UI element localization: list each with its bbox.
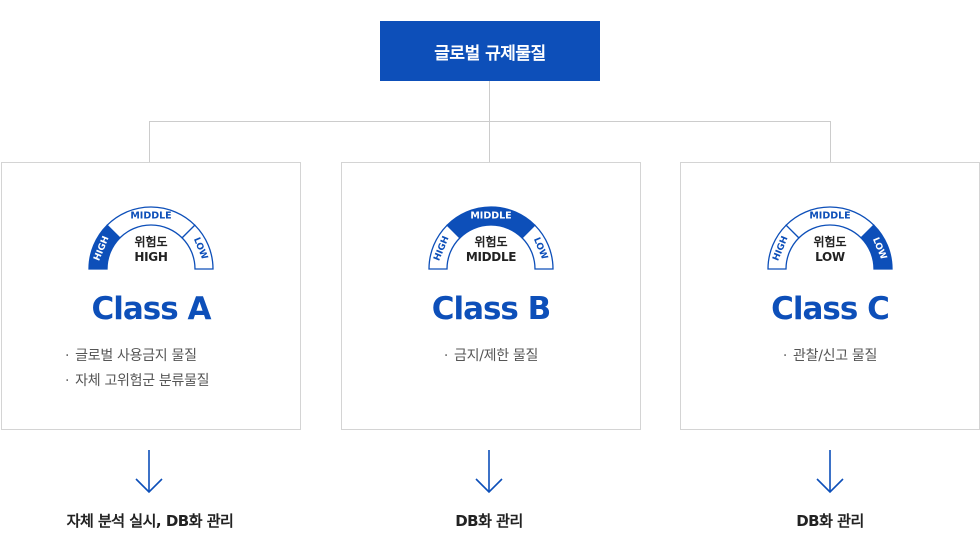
connector-drop-a: [149, 121, 150, 162]
connector-trunk: [489, 81, 490, 121]
class-c-action: DB화 관리: [796, 512, 864, 530]
gauge-segment-low: [860, 224, 893, 270]
class-title: Class C: [771, 291, 890, 327]
gauge-segment-low: [521, 224, 554, 270]
connector-drop-b: [489, 121, 490, 162]
risk-level: HIGH: [134, 250, 168, 264]
gauge-label-middle: MIDDLE: [130, 211, 171, 222]
class-a-action: 자체 분석 실시, DB화 관리: [66, 512, 234, 530]
risk-level: MIDDLE: [465, 250, 517, 264]
description-item: 자체 고위험군 분류물질: [65, 369, 363, 394]
class-title: Class B: [431, 291, 552, 327]
class-description-list: 글로벌 사용금지 물질 자체 고위험군 분류물질: [2, 344, 363, 394]
gauge-label-middle: MIDDLE: [470, 211, 511, 222]
arrow-down-icon: [816, 450, 844, 494]
arrow-down-icon: [475, 450, 503, 494]
risk-label: 위험도: [474, 235, 508, 249]
connector-drop-c: [830, 121, 831, 162]
top-category-box: 글로벌 규제물질: [380, 21, 600, 81]
risk-label: 위험도: [134, 235, 168, 249]
arrow-down-icon: [135, 450, 163, 494]
class-b-action: DB화 관리: [455, 512, 523, 530]
gauge-segment-low: [181, 224, 214, 270]
class-description-list: 금지/제한 물질: [342, 344, 640, 369]
description-item: 글로벌 사용금지 물질: [65, 344, 363, 369]
risk-label: 위험도: [813, 235, 847, 249]
class-description-list: 관찰/신고 물질: [681, 344, 979, 369]
top-category-title: 글로벌 규제물질: [434, 43, 546, 64]
gauge-label-middle: MIDDLE: [809, 211, 850, 222]
description-item: 금지/제한 물질: [342, 344, 640, 369]
risk-level: LOW: [815, 250, 845, 264]
connector-horizontal: [149, 121, 831, 122]
class-title: Class A: [91, 291, 212, 327]
description-item: 관찰/신고 물질: [681, 344, 979, 369]
